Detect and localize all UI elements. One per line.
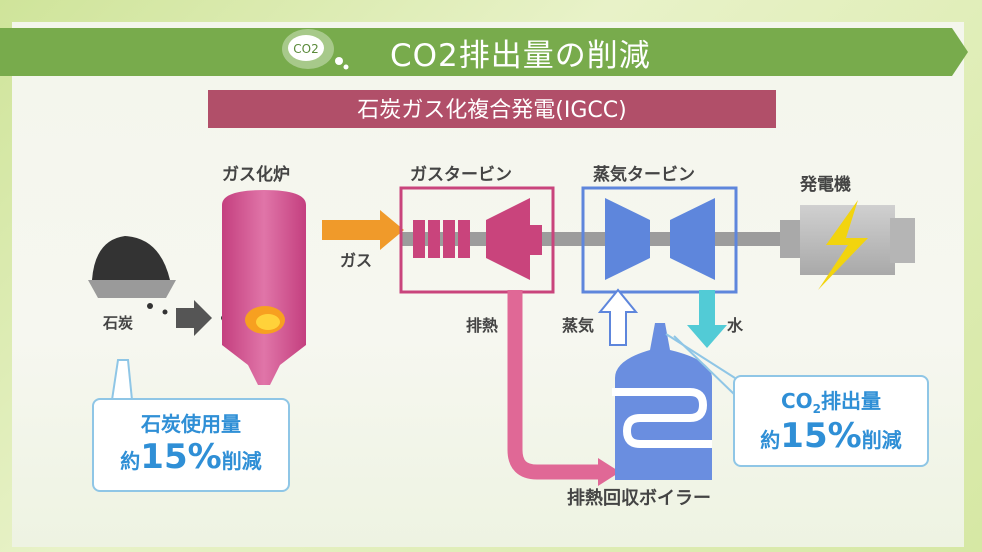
coal-tray bbox=[88, 280, 176, 298]
co2-callout-value: 15% bbox=[780, 416, 862, 456]
coal-reduction-callout: 石炭使用量 約15%削減 bbox=[92, 398, 290, 492]
subtitle-box bbox=[208, 90, 776, 128]
co2-badge-text: CO2 bbox=[293, 42, 318, 56]
water-arrow bbox=[687, 290, 727, 348]
co2-callout-sub: 2 bbox=[812, 402, 822, 416]
compressor-icon bbox=[413, 220, 470, 258]
exhaust-heat-pipe bbox=[507, 290, 600, 480]
gas-arrow bbox=[322, 210, 404, 250]
gas-turbine-rotor-icon bbox=[486, 198, 530, 280]
gasifier-vessel bbox=[222, 190, 306, 385]
steam-turbine-rotor-2-icon bbox=[670, 198, 715, 280]
gas-turbine-box bbox=[399, 186, 555, 294]
lightning-icon bbox=[818, 200, 868, 290]
page-title: CO2排出量の削減 bbox=[390, 38, 651, 74]
co2-callout-suffix: 削減 bbox=[861, 428, 902, 452]
coal-callout-value: 15% bbox=[140, 437, 222, 477]
generator-icon bbox=[780, 200, 915, 290]
label-steam-turbine: 蒸気タービン bbox=[593, 165, 695, 185]
label-gas: ガス bbox=[340, 251, 373, 270]
diagram-subtitle: 石炭ガス化複合発電(IGCC) bbox=[357, 98, 627, 123]
label-gasifier: ガス化炉 bbox=[222, 165, 290, 185]
co2-callout-prefix: 約 bbox=[760, 428, 781, 452]
co2-callout-co: CO bbox=[780, 389, 813, 413]
title-banner bbox=[0, 28, 968, 76]
coal-callout-pointer bbox=[110, 359, 134, 401]
coal-callout-prefix: 約 bbox=[120, 449, 141, 473]
steam-turbine-rotor-1-icon bbox=[605, 198, 650, 280]
co2-reduction-callout: CO2排出量 約15%削減 bbox=[733, 375, 929, 467]
coal-callout-line1: 石炭使用量 bbox=[141, 412, 241, 436]
coal-feed-arrow bbox=[176, 300, 212, 336]
label-water: 水 bbox=[727, 316, 744, 335]
label-gas-turbine: ガスタービン bbox=[410, 165, 512, 185]
steam-turbine-box bbox=[581, 186, 738, 294]
label-coal: 石炭 bbox=[103, 314, 134, 332]
label-generator: 発電機 bbox=[800, 175, 851, 195]
label-exhaust-heat: 排熱 bbox=[466, 316, 499, 335]
coal-pile-icon bbox=[92, 236, 170, 280]
co2-callout-line1: 排出量 bbox=[821, 389, 882, 413]
steam-arrow bbox=[597, 288, 639, 346]
label-hrsg: 排熱回収ボイラー bbox=[567, 488, 711, 509]
label-steam: 蒸気 bbox=[562, 316, 595, 335]
hrsg-boiler-icon bbox=[612, 323, 712, 480]
coal-callout-suffix: 削減 bbox=[221, 449, 262, 473]
